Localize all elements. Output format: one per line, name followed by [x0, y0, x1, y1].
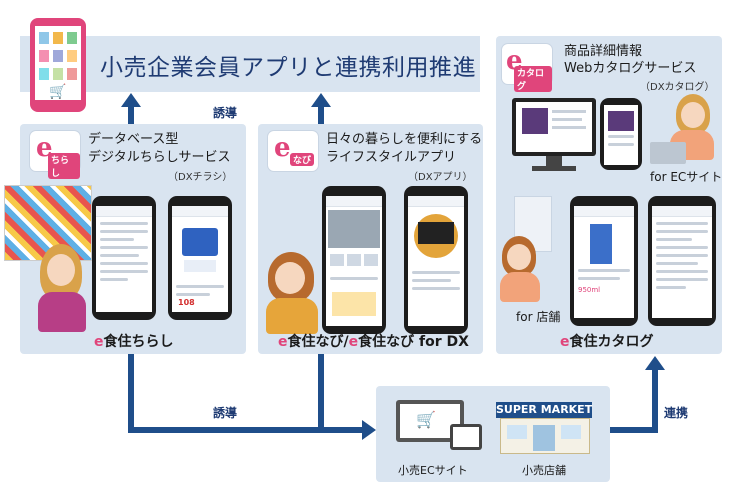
supermarket-sign: SUPER MARKET — [496, 402, 593, 418]
catalog-title-2: Webカタログサービス — [564, 61, 697, 76]
arrow-up-catalog — [652, 368, 658, 433]
title-banner — [20, 36, 480, 92]
catalog-title-1: 商品詳細情報 — [564, 44, 643, 59]
guide-label-bottom: 誘導 — [213, 406, 238, 420]
woman-face — [47, 254, 75, 286]
chirashi-app-name: e食住ちらし — [94, 334, 174, 350]
catalog-phone-1: 950ml — [570, 196, 638, 326]
arrow-down-chirashi — [128, 354, 134, 430]
chirashi-subtitle: （DXチラシ） — [168, 172, 233, 183]
arrow-retail-to-catalog — [610, 427, 658, 433]
for-store-label: for 店舗 — [516, 310, 561, 324]
woman-body — [38, 292, 86, 332]
banner-title: 小売企業会員アプリと連携利用推進 — [100, 55, 476, 81]
nabi-title-1: 日々の暮らしを便利にする — [326, 132, 483, 147]
woman-face — [275, 262, 305, 294]
chirashi-phone-1 — [92, 196, 156, 320]
chirashi-phone-2: 108 — [168, 196, 232, 320]
e-nabi-logo: e なび — [268, 131, 318, 171]
nabi-title-2: ライフスタイルアプリ — [326, 150, 457, 165]
arrow-up-nabi — [318, 106, 324, 124]
e-chirashi-logo: e ちらし — [30, 131, 80, 179]
nabi-app-name: e食住なび/e食住なび for DX — [278, 334, 469, 350]
e-catalog-logo: e カタログ — [502, 44, 552, 92]
cart-icon: 🛒 — [416, 410, 436, 429]
ec-site-label: 小売ECサイト — [398, 464, 468, 477]
arrow-head — [362, 420, 376, 440]
woman-face — [507, 244, 531, 270]
chirashi-title-2: デジタルちらしサービス — [88, 150, 231, 165]
link-label: 連携 — [664, 406, 689, 420]
woman-face — [681, 102, 705, 128]
monitor-stand — [546, 156, 562, 166]
guide-label-top: 誘導 — [213, 106, 238, 120]
catalog-app-name: e食住カタログ — [560, 334, 654, 350]
catalog-phone-top — [600, 98, 642, 170]
monitor-base — [532, 166, 576, 171]
shopping-phone-illustration: 🛒 — [30, 18, 86, 112]
arrow-head — [311, 93, 331, 107]
for-ec-label: for ECサイト — [650, 170, 723, 184]
ec-tablet — [450, 424, 482, 450]
pc-monitor — [512, 98, 596, 156]
catalog-subtitle: （DXカタログ） — [640, 82, 715, 93]
supermarket-building — [500, 418, 590, 454]
chirashi-title-1: データベース型 — [88, 132, 179, 147]
woman-body — [500, 272, 540, 302]
cart-icon: 🛒 — [49, 84, 67, 100]
nabi-subtitle: （DXアプリ） — [408, 172, 473, 183]
catalog-phone-2 — [648, 196, 716, 326]
arrow-down-nabi — [318, 354, 324, 430]
store-label: 小売店舗 — [522, 464, 566, 477]
nabi-phone-1 — [322, 186, 386, 334]
nabi-phone-2 — [404, 186, 468, 334]
arrow-head — [121, 93, 141, 107]
arrow-to-retail — [128, 427, 364, 433]
arrow-up-chirashi — [128, 106, 134, 124]
laptop-icon — [650, 142, 686, 164]
arrow-head — [645, 356, 665, 370]
woman-body — [266, 298, 318, 334]
